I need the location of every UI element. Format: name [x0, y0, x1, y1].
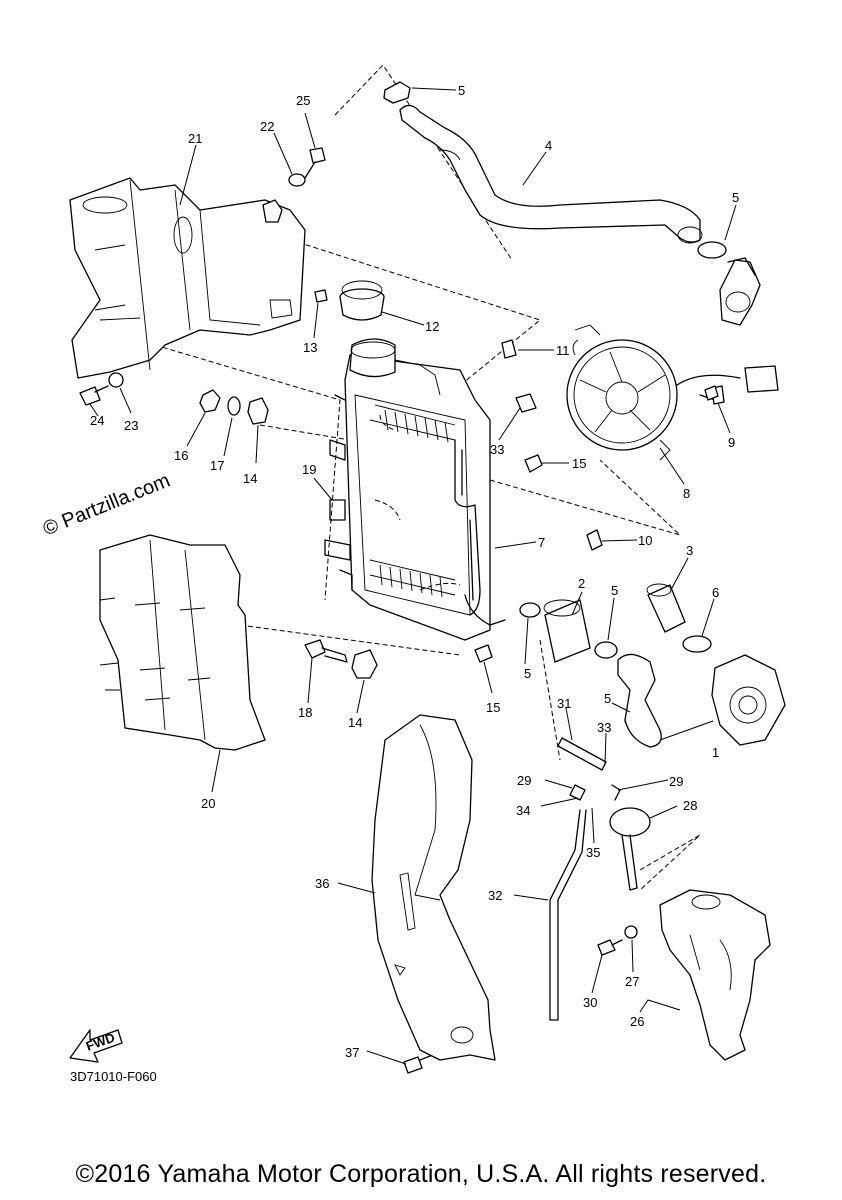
callout-13: 13	[303, 340, 317, 355]
radiator-core	[324, 338, 506, 641]
callout-25: 25	[296, 93, 310, 108]
lower-hoses	[543, 583, 786, 748]
callout-35: 35	[586, 845, 600, 860]
callout-33b: 33	[597, 720, 611, 735]
callout-15a: 15	[572, 456, 586, 471]
callout-22: 22	[260, 119, 274, 134]
callout-26: 26	[630, 1014, 644, 1029]
callout-27: 27	[625, 974, 639, 989]
callout-19: 19	[302, 462, 316, 477]
thermostat-housing	[719, 257, 761, 326]
callout-23: 23	[124, 418, 138, 433]
callout-21: 21	[188, 131, 202, 146]
callout-17: 17	[210, 458, 224, 473]
callout-28: 28	[683, 798, 697, 813]
callout-5d: 5	[611, 583, 618, 598]
callout-14a: 14	[243, 471, 257, 486]
callout-10: 10	[638, 533, 652, 548]
callout-16: 16	[174, 448, 188, 463]
radiator-shroud-upper	[69, 177, 306, 379]
callout-12: 12	[425, 319, 439, 334]
callout-5c: 5	[524, 666, 531, 681]
callout-33a: 33	[490, 442, 504, 457]
callout-30: 30	[583, 995, 597, 1010]
forward-direction-arrow: FWD	[69, 1029, 123, 1063]
callout-2: 2	[578, 576, 585, 591]
breather-tubes	[549, 737, 651, 1021]
cooling-fan	[566, 324, 779, 461]
leader-lines	[89, 87, 737, 1065]
callout-labels: 1 2 3 4 5 5 5 5 5 6 7 8 9 10 11 12 13 14…	[90, 83, 739, 1060]
callout-29b: 29	[669, 774, 683, 789]
radiator-guard-lower	[99, 534, 266, 751]
callout-31: 31	[557, 696, 571, 711]
callout-11: 11	[556, 343, 570, 358]
callout-7: 7	[538, 535, 545, 550]
callout-32: 32	[488, 888, 502, 903]
callout-14b: 14	[348, 715, 362, 730]
callout-8: 8	[683, 486, 690, 501]
callout-3: 3	[686, 543, 693, 558]
callout-1: 1	[712, 745, 719, 760]
callout-6: 6	[712, 585, 719, 600]
callout-29a: 29	[517, 773, 531, 788]
callout-34: 34	[516, 803, 530, 818]
callout-20: 20	[201, 796, 215, 811]
callout-15b: 15	[486, 700, 500, 715]
coolant-reservoir	[659, 889, 771, 1061]
radiator-hose-upper	[399, 104, 703, 244]
callout-37: 37	[345, 1045, 359, 1060]
callout-24: 24	[90, 413, 104, 428]
radiator-cap	[339, 280, 385, 321]
lower-shroud	[371, 714, 496, 1061]
figure-code: 3D71010-F060	[70, 1069, 157, 1084]
callout-18: 18	[298, 705, 312, 720]
callout-9: 9	[728, 435, 735, 450]
callout-5a: 5	[458, 83, 465, 98]
callout-5e: 5	[604, 691, 611, 706]
copyright-footer: ©2016 Yamaha Motor Corporation, U.S.A. A…	[75, 1160, 767, 1188]
callout-4: 4	[545, 138, 552, 153]
callout-36: 36	[315, 876, 329, 891]
callout-5b: 5	[732, 190, 739, 205]
